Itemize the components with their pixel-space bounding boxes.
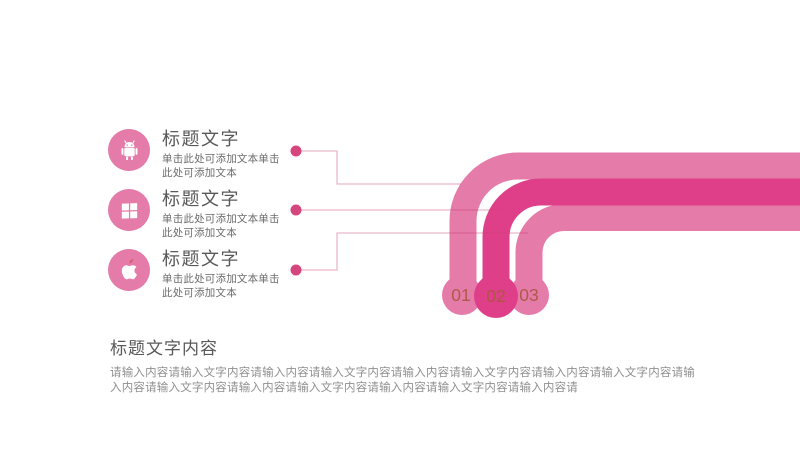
pipe-number-03: 03	[519, 285, 538, 305]
footer-title: 标题文字内容	[110, 339, 218, 358]
feature-item-android: 标题文字 单击此处可添加文本单击此处可添加文本	[108, 129, 308, 180]
connector-dot-1	[290, 145, 302, 157]
item-title: 标题文字	[162, 129, 240, 149]
item-title: 标题文字	[162, 189, 240, 209]
android-icon	[108, 129, 150, 171]
connector-dot-3	[290, 264, 302, 276]
pipe-bulb-02	[474, 274, 518, 318]
apple-icon	[108, 249, 150, 291]
footer-paragraph: 请输入内容请输入文字内容请输入内容请输入文字内容请输入内容请输入文字内容请输入内…	[110, 367, 695, 394]
pipe-01	[449, 152, 800, 288]
item-body: 单击此处可添加文本单击此处可添加文本	[162, 153, 280, 179]
item-title: 标题文字	[162, 249, 240, 269]
feature-item-windows: 标题文字 单击此处可添加文本单击此处可添加文本	[108, 189, 308, 240]
connector-dot-2	[290, 204, 302, 216]
pipe-number-01: 01	[451, 285, 470, 305]
pipe-bulb-01	[442, 275, 482, 315]
connector-line-3	[296, 232, 528, 271]
pipe-number-02: 02	[486, 286, 505, 306]
pipe-bulb-03	[509, 275, 549, 315]
item-body: 单击此处可添加文本单击此处可添加文本	[162, 213, 280, 239]
feature-item-apple: 标题文字 单击此处可添加文本单击此处可添加文本	[108, 249, 308, 300]
pipe-03	[515, 204, 800, 288]
pipe-02	[482, 178, 800, 290]
connector-line-1	[296, 150, 461, 185]
item-body: 单击此处可添加文本单击此处可添加文本	[162, 273, 280, 299]
windows-icon	[108, 189, 150, 231]
